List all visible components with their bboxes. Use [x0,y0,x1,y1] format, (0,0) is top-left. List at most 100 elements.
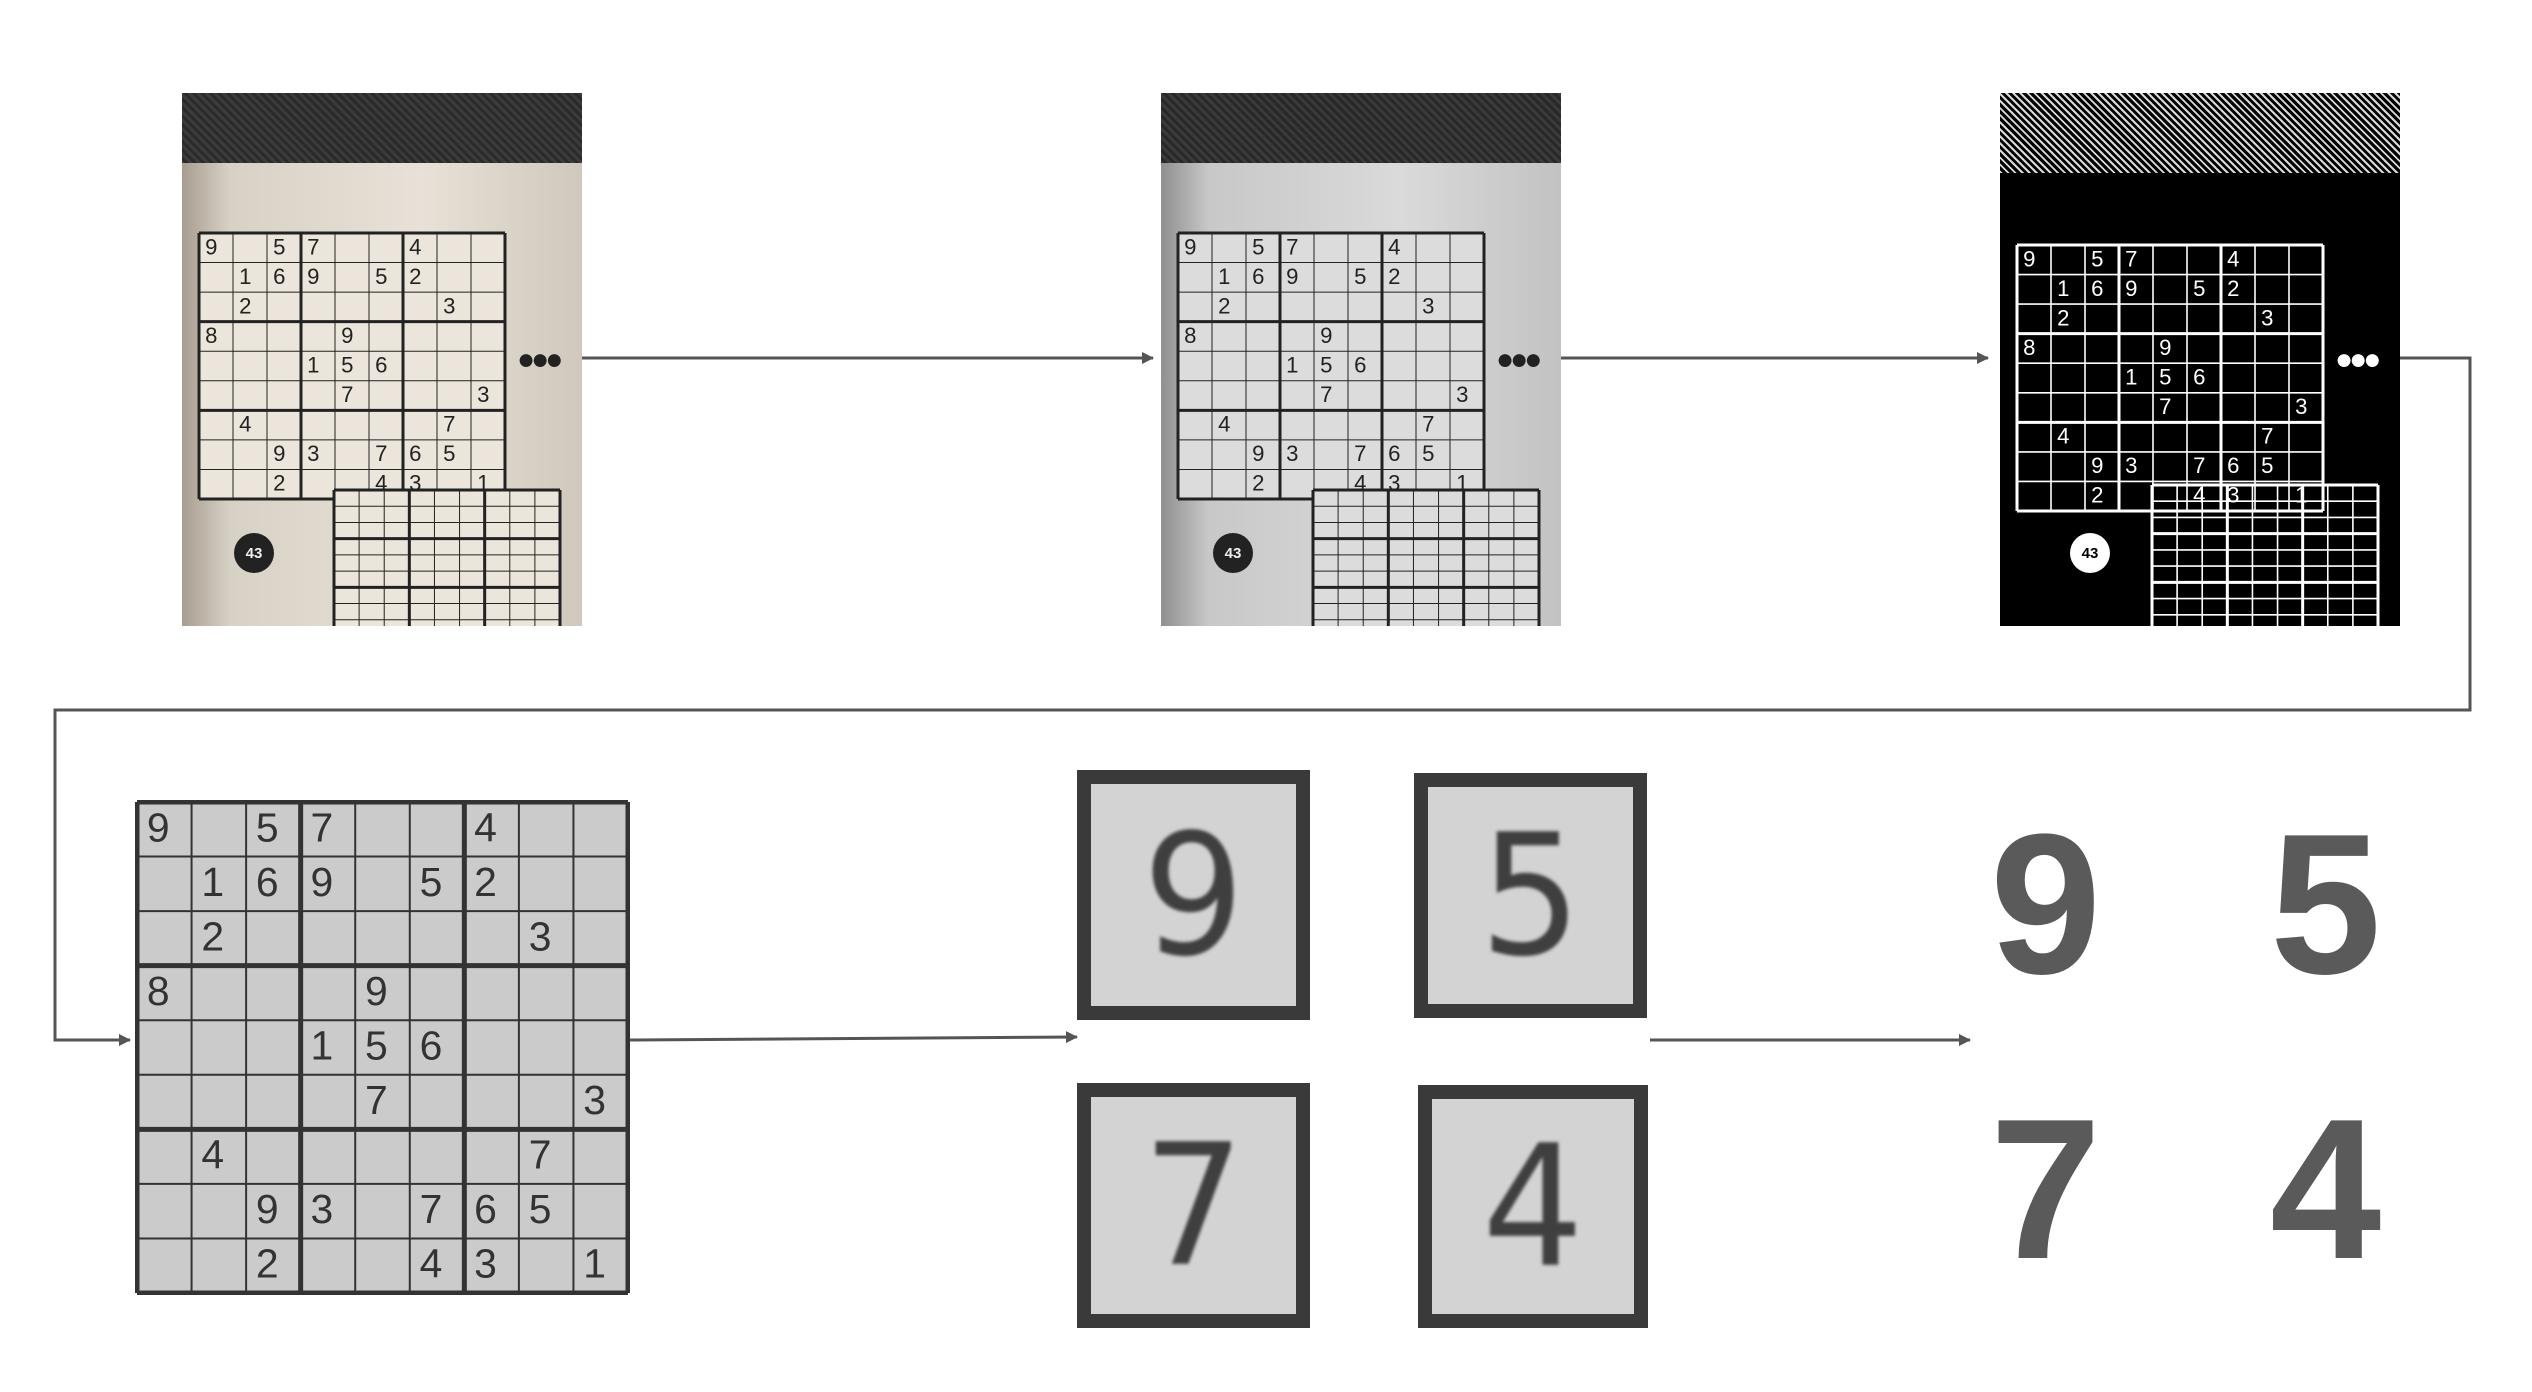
sudoku-grid-secondary [2150,483,2380,626]
page-number-badge: 43 [234,533,274,573]
grid-digit: 1 [1286,353,1298,378]
arrow-threshold-to-warped [53,356,2472,1046]
fabric-background [182,93,582,173]
grid-background [1313,490,1539,626]
grid-digit: 6 [2227,453,2239,478]
sudoku-grid-secondary [1311,488,1541,626]
grid-digit: 9 [365,968,388,1014]
grid-digit: 1 [2057,276,2069,301]
grid-digit: 5 [365,1023,388,1069]
grid-digit: 6 [1252,264,1264,289]
recognized-digit: 9 [1990,793,2102,1016]
grid-digit: 9 [310,859,333,905]
grid-digit: 6 [2193,365,2205,390]
grid-digit: 9 [2091,453,2103,478]
grid-digit: 4 [409,234,421,259]
grid-digit: 4 [239,412,251,437]
grid-digit: 2 [273,471,285,496]
grid-digit: 3 [477,382,489,407]
fabric-background-noise [2000,93,2400,173]
grid-digit: 7 [307,234,319,259]
grid-digit: 9 [1252,441,1264,466]
difficulty-dots: ●●● [2335,343,2381,376]
grid-digit: 2 [2227,276,2239,301]
grid-digit: 7 [375,441,387,466]
grid-digit: 9 [307,264,319,289]
grid-digit: 5 [2193,276,2205,301]
recognized-digit: 5 [2270,793,2382,1016]
grid-digit: 9 [1286,264,1298,289]
grid-digit: 4 [2057,424,2069,449]
grid-digit: 3 [2295,394,2307,419]
grid-digit: 5 [256,804,279,850]
grid-digit: 2 [1252,471,1264,496]
grid-digit: 8 [1184,323,1196,348]
grid-digit: 4 [201,1132,224,1178]
recognized-digit: 4 [2270,1078,2382,1301]
grid-digit: 6 [375,353,387,378]
sudoku-grid-secondary [332,488,562,626]
difficulty-dots: ●●● [1496,343,1542,376]
grid-digit: 2 [1388,264,1400,289]
grid-digit: 3 [529,913,552,959]
grid-digit: 3 [443,293,455,318]
grid-digit: 6 [1388,441,1400,466]
grid-digit: 8 [205,323,217,348]
grid-digit: 4 [474,804,497,850]
grid-digit: 7 [310,804,333,850]
digit-cell-tile: 5 [1414,773,1647,1018]
grid-digit: 6 [273,264,285,289]
grid-digit: 5 [2091,246,2103,271]
grid-digit: 2 [2091,483,2103,508]
grid-digit: 6 [420,1023,443,1069]
grid-digit: 2 [409,264,421,289]
grid-digit: 5 [2261,453,2273,478]
grid-digit: 4 [1388,234,1400,259]
grid-digit: 7 [1422,412,1434,437]
grid-digit: 2 [2057,305,2069,330]
grid-digit: 9 [147,804,170,850]
grid-digit: 3 [1456,382,1468,407]
grid-digit: 7 [443,412,455,437]
grid-digit: 3 [474,1241,497,1287]
grid-digit: 5 [1320,353,1332,378]
grid-digit: 3 [307,441,319,466]
grid-digit: 6 [2091,276,2103,301]
grid-digit: 5 [2159,365,2171,390]
grid-digit: 9 [2159,335,2171,360]
grid-digit: 5 [443,441,455,466]
cell-digit: 5 [1479,797,1582,994]
grid-digit: 5 [1252,234,1264,259]
grid-digit: 4 [420,1241,443,1287]
difficulty-dots: ●●● [517,343,563,376]
grid-digit: 7 [2159,394,2171,419]
grid-digit: 7 [1320,382,1332,407]
grid-digit: 7 [1286,234,1298,259]
grid-background [199,233,505,499]
grid-digit: 6 [409,441,421,466]
grid-digit: 1 [307,353,319,378]
cell-digit: 9 [1142,796,1245,994]
grid-digit: 7 [420,1186,443,1232]
grid-digit: 1 [201,859,224,905]
grid-digit: 5 [341,353,353,378]
grid-digit: 9 [1320,323,1332,348]
grid-digit: 7 [2193,453,2205,478]
grid-digit: 2 [1218,293,1230,318]
grid-digit: 3 [2125,453,2137,478]
grid-digit: 5 [375,264,387,289]
cell-digit: 7 [1142,1107,1245,1304]
grid-digit: 6 [1354,353,1366,378]
grid-digit: 4 [2227,246,2239,271]
grid-digit: 5 [273,234,285,259]
grid-digit: 9 [341,323,353,348]
grid-digit: 7 [529,1132,552,1178]
grid-digit: 3 [1422,293,1434,318]
grid-digit: 5 [1422,441,1434,466]
grid-digit: 1 [310,1023,333,1069]
